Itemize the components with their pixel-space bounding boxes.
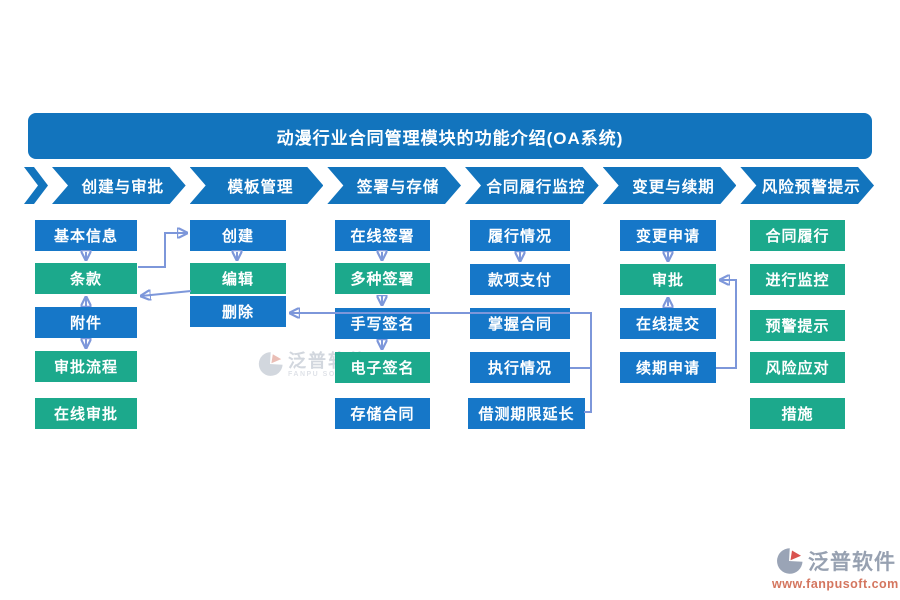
flow-node-warning-tip: 预警提示 [750,310,845,341]
flow-node-label: 措施 [781,406,814,423]
lane-header-label: 风险预警提示 [761,178,861,196]
flow-node-payment: 款项支付 [470,264,570,295]
flow-node-delete: 删除 [190,296,286,327]
flow-node-online-sign: 在线签署 [335,220,430,251]
flow-node-label: 编辑 [221,271,254,288]
flow-node-change-request: 变更申请 [620,220,716,251]
flow-node-grasp: 掌握合同 [470,308,570,339]
flow-node-label: 电子签名 [350,360,415,377]
flow-node-label: 在线审批 [53,406,118,423]
flow-node-label: 在线提交 [635,316,700,333]
lane-header-row: 创建与审批 模板管理 签署与存储 合同履行监控 变更与续期 风险预警提示 [24,167,874,204]
flow-node-label: 多种签署 [350,271,415,288]
lane-header-risk-alert: 风险预警提示 [740,167,874,204]
flow-node-approve: 审批 [620,264,716,295]
flow-node-handwritten: 手写签名 [335,308,430,339]
flow-node-label: 附件 [69,315,102,332]
lane-header-create-approve: 创建与审批 [52,167,186,204]
flow-node-label: 删除 [221,304,254,321]
lane-header-label: 签署与存储 [356,178,440,196]
page-title: 动漫行业合同管理模块的功能介绍(OA系统) [276,128,624,148]
flow-node-approval-flow: 审批流程 [35,351,137,382]
flow-node-attachments: 附件 [35,307,137,338]
flow-node-store-contract: 存储合同 [335,398,430,429]
flow-node-label: 掌握合同 [487,316,552,333]
lane-header-label: 创建与审批 [81,178,165,196]
flow-node-multi-sign: 多种签署 [335,263,430,294]
fanpu-logo-icon [258,352,283,376]
lane-header-change-renew: 变更与续期 [603,167,737,204]
flow-node-label: 基本信息 [53,228,118,245]
flow-node-basic-info: 基本信息 [35,220,137,251]
connector-edit-to-clauses [141,291,192,296]
flow-node-label: 风险应对 [765,360,830,377]
flow-node-create: 创建 [190,220,286,251]
flow-node-label: 条款 [69,271,102,288]
flow-node-label: 创建 [221,228,254,245]
flow-node-measures: 措施 [750,398,845,429]
flow-node-clauses: 条款 [35,263,137,294]
lane-header-template: 模板管理 [190,167,324,204]
flow-node-label: 续期申请 [635,360,700,377]
chevron-lead-icon [24,167,48,204]
flow-node-label: 预警提示 [765,318,830,335]
flow-node-label: 审批流程 [53,359,118,376]
connector-renewrequest-to-approve [716,280,737,369]
lane-header-label: 合同履行监控 [486,178,586,196]
flow-node-label: 合同履行 [765,228,830,245]
flow-node-label: 存储合同 [350,406,415,423]
watermark-name: 泛普软件 [808,551,896,574]
fanpu-logo-icon [777,548,803,574]
flow-node-online-submit: 在线提交 [620,308,716,339]
flow-node-label: 进行监控 [765,272,830,289]
connector-clauses-to-create [138,233,187,268]
flow-node-label: 履行情况 [487,228,552,245]
lane-header-sign-store: 签署与存储 [327,167,461,204]
flow-node-label: 借测期限延长 [478,406,575,423]
flow-node-label: 款项支付 [487,272,552,289]
flow-node-label: 审批 [651,272,684,289]
watermark-url: www.fanpusoft.com [772,577,899,591]
watermark-corner: 泛普软件 www.fanpusoft.com [772,546,899,591]
flow-node-performance: 履行情况 [470,220,570,251]
flow-node-renew-request: 续期申请 [620,352,716,383]
flow-node-risk-response: 风险应对 [750,352,845,383]
flow-node-contract-perform: 合同履行 [750,220,845,251]
flow-node-e-signature: 电子签名 [335,352,430,383]
flow-node-term-extension: 借测期限延长 [468,398,585,429]
flow-node-label: 变更申请 [635,228,700,245]
flow-node-online-approve: 在线审批 [35,398,137,429]
flow-node-execution: 执行情况 [470,352,570,383]
flow-node-label: 在线签署 [350,228,415,245]
flow-node-edit: 编辑 [190,263,286,294]
title-banner: 动漫行业合同管理模块的功能介绍(OA系统) [28,113,872,159]
flow-node-do-monitor: 进行监控 [750,264,845,295]
flow-node-label: 执行情况 [487,360,552,377]
lane-header-label: 模板管理 [227,178,294,196]
lane-header-label: 变更与续期 [632,178,715,196]
lane-header-monitor: 合同履行监控 [465,167,599,204]
flow-node-label: 手写签名 [350,316,415,333]
